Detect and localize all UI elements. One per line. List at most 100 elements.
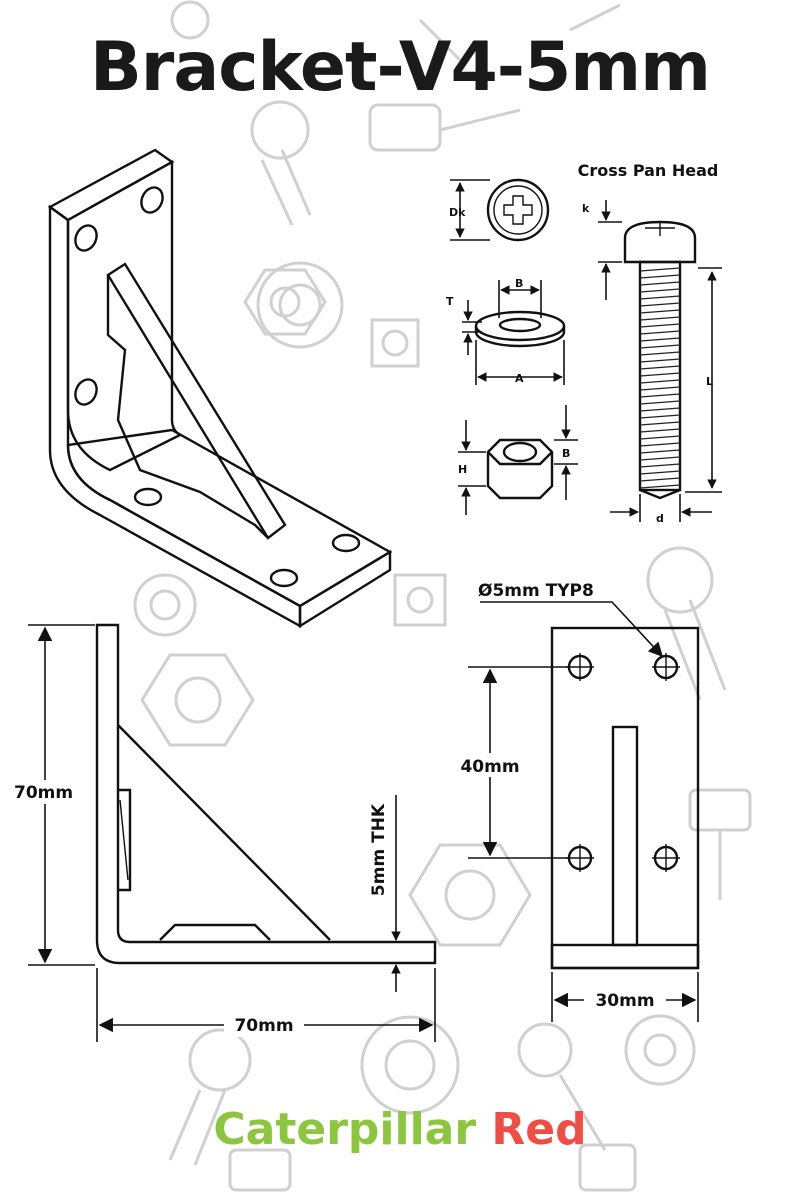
- thread-line: [639, 456, 681, 461]
- thread-line: [639, 421, 681, 426]
- hole-icon: [566, 653, 594, 681]
- thread-line: [639, 288, 681, 293]
- background-doodles: [133, 0, 752, 1192]
- width-dimension-label: 30mm: [595, 991, 654, 1011]
- d-label: d: [656, 512, 664, 525]
- brand-part1: Caterpillar: [213, 1104, 477, 1155]
- thread-line: [639, 323, 681, 328]
- hole-icon: [74, 224, 98, 252]
- thread-line: [639, 386, 681, 391]
- thread-line: [639, 267, 681, 272]
- background-washer-icon: [624, 1014, 696, 1086]
- iso-bracket-top-edge: [47, 148, 175, 222]
- nut-h-label: H: [458, 463, 467, 476]
- background-washer-icon: [360, 1015, 460, 1115]
- screw-title: Cross Pan Head: [578, 161, 719, 180]
- thread-line: [639, 407, 681, 412]
- hole-callout-label: Ø5mm TYP8: [478, 581, 594, 601]
- nut-b-label: B: [562, 447, 570, 460]
- background-screw-icon: [170, 0, 621, 62]
- iso-bracket-side-edge: [48, 204, 302, 629]
- k-label: k: [582, 202, 590, 215]
- washer-a-label: A: [515, 372, 524, 385]
- background-square-nut-icon: [370, 318, 420, 368]
- thread-line: [639, 449, 681, 454]
- dk-label: Dk: [449, 206, 466, 219]
- thread-line: [639, 295, 681, 300]
- hex-nut: H B: [458, 405, 578, 515]
- iso-gusset-stiffener: [106, 275, 269, 539]
- thread-line: [639, 400, 681, 405]
- thread-line: [639, 372, 681, 377]
- front-view: 40mm Ø5mm TYP8 30mm: [452, 581, 700, 1022]
- l-label: L: [706, 375, 713, 388]
- thread-line: [639, 281, 681, 286]
- hole-icon: [133, 487, 163, 507]
- brand-logo: Caterpillar Red: [0, 1104, 800, 1155]
- hole-icon: [74, 378, 98, 406]
- background-nut-icon: [408, 843, 532, 947]
- thread-line: [639, 365, 681, 370]
- thread-line: [639, 309, 681, 314]
- thread-line: [639, 470, 681, 475]
- hole-icon: [269, 568, 299, 588]
- side-view: 70mm 70mm 5mm THK: [14, 623, 437, 1042]
- iso-bracket-holes: [74, 186, 361, 588]
- background-nut-icon: [140, 653, 255, 747]
- hole-icon: [140, 186, 164, 214]
- thread-line: [639, 442, 681, 447]
- thread-line: [639, 463, 681, 468]
- washer-b-label: B: [515, 277, 523, 290]
- hole-icon: [566, 844, 594, 872]
- thread-line: [639, 477, 681, 482]
- washer: B A T: [446, 277, 566, 385]
- thickness-dimension-label: 5mm THK: [369, 803, 389, 896]
- iso-bracket-vertical-face: [66, 159, 183, 472]
- hole-icon: [652, 653, 680, 681]
- front-view-plate: [550, 626, 700, 970]
- screw-thread: [639, 267, 681, 489]
- background-screw-icon: [646, 546, 727, 701]
- thread-line: [639, 393, 681, 398]
- background-screw-icon: [517, 1022, 607, 1151]
- thread-line: [639, 274, 681, 279]
- thread-line: [639, 428, 681, 433]
- background-bolt-icon: [228, 1143, 637, 1192]
- spacing-dimension-label: 40mm: [460, 757, 519, 777]
- iso-gusset-plate: [106, 262, 287, 540]
- thread-line: [639, 337, 681, 342]
- hole-icon: [331, 533, 361, 553]
- thread-line: [639, 351, 681, 356]
- hole-icon: [652, 844, 680, 872]
- thread-line: [639, 379, 681, 384]
- thread-line: [639, 316, 681, 321]
- iso-bracket-front-edge: [298, 549, 392, 629]
- background-screw-icon: [250, 100, 312, 226]
- page-title: Bracket-V4-5mm: [89, 28, 711, 107]
- side-view-bracket-profile: [95, 623, 437, 965]
- side-view-gusset: [117, 724, 331, 941]
- thread-line: [639, 344, 681, 349]
- length-dimension-label: 70mm: [234, 1016, 293, 1036]
- isometric-bracket: [47, 148, 393, 629]
- washer-t-label: T: [446, 295, 454, 308]
- front-view-base-section: [550, 943, 700, 970]
- front-view-holes: [566, 653, 680, 872]
- height-dimension-label: 70mm: [14, 783, 73, 803]
- screw-head-top-view: Dk: [449, 178, 550, 242]
- thread-line: [639, 484, 681, 489]
- background-bolt-icon: [368, 103, 521, 152]
- thread-line: [639, 414, 681, 419]
- thread-line: [639, 435, 681, 440]
- pan-head-screw: Cross Pan Head k L d: [578, 161, 722, 525]
- thread-line: [639, 302, 681, 307]
- front-view-gusset: [611, 725, 639, 947]
- thread-line: [639, 358, 681, 363]
- background-bolt-icon: [688, 788, 752, 900]
- background-washer-icon: [256, 261, 344, 349]
- brand-part2: Red: [491, 1104, 587, 1155]
- background-square-nut-icon: [393, 573, 447, 627]
- thread-line: [639, 330, 681, 335]
